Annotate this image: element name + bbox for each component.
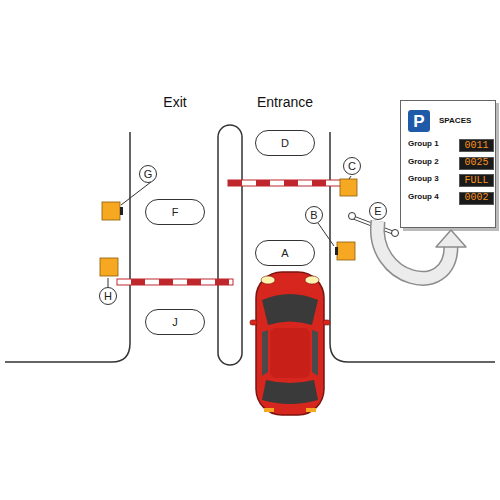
callout-circle: C [343, 157, 361, 175]
drawing-part [392, 230, 399, 237]
display-value: 0025 [464, 158, 488, 168]
display-value: 0002 [464, 193, 488, 203]
drawing-part [215, 279, 229, 285]
led-display: FULL [459, 174, 494, 187]
drawing-part [270, 328, 310, 378]
drawing-part [349, 213, 356, 220]
drawing-part [340, 179, 357, 196]
drawing-part [284, 180, 298, 186]
callout-letter: D [281, 138, 289, 149]
drawing-part [131, 279, 145, 285]
parking-icon: P [408, 110, 430, 132]
drawing-part [335, 247, 338, 255]
group-label: Group 2 [408, 158, 439, 166]
callout-oval: F [145, 199, 205, 225]
drawing-part [264, 408, 274, 412]
drawing-part [305, 276, 319, 284]
drawing-part [218, 125, 242, 365]
callout-letter: E [374, 206, 381, 217]
road-edges [5, 125, 495, 365]
callout-letter: H [104, 291, 112, 302]
drawing-part [120, 207, 123, 215]
led-display: 0025 [459, 157, 494, 170]
callout-circle: B [305, 206, 323, 224]
drawing-part [108, 278, 109, 287]
callout-letter: G [144, 169, 153, 180]
group-label: Group 1 [408, 140, 439, 148]
drawing-part [262, 330, 268, 376]
barrier-stripes [131, 279, 229, 285]
drawing-part [261, 276, 275, 284]
drawing-part [323, 320, 330, 325]
drawing-part [256, 180, 270, 186]
drawing-part [312, 180, 326, 186]
drawing-part [436, 230, 466, 247]
display-value: FULL [464, 176, 488, 186]
drawing-part [256, 272, 324, 415]
curved-arrow [377, 221, 466, 278]
control-units [100, 179, 357, 276]
callout-letter: B [310, 210, 317, 221]
drawing-part [250, 320, 257, 325]
drawing-part [117, 279, 233, 285]
drawing-part [318, 223, 334, 246]
drawing-part [187, 279, 201, 285]
drawing-part [306, 408, 316, 412]
leader-lines [108, 176, 351, 287]
drawing-part [312, 330, 318, 376]
callout-oval: J [145, 309, 205, 335]
drawing-part [5, 132, 130, 362]
drawing-part [262, 294, 318, 325]
callout-oval: D [255, 130, 315, 156]
callout-letter: A [281, 248, 288, 259]
callout-circle: E [369, 202, 387, 220]
car [250, 272, 330, 415]
callout-letter: C [348, 161, 356, 172]
callout-letter: P [413, 113, 424, 130]
lane-label: Entrance [257, 95, 313, 109]
drawing-part [228, 180, 242, 186]
group-label: Group 4 [408, 193, 439, 201]
drawing-part [377, 221, 451, 278]
drawing-part [349, 176, 351, 179]
callout-circle: H [99, 287, 117, 305]
lane-label: Exit [163, 95, 186, 109]
group-label: Group 3 [408, 175, 439, 183]
drawing-part [337, 242, 355, 260]
drawing-part [121, 182, 151, 205]
led-display: 0011 [459, 139, 494, 152]
drawing-part [228, 180, 342, 186]
barrier-stripes [228, 180, 326, 186]
callout-circle: G [139, 165, 157, 183]
display-value: 0011 [464, 141, 488, 151]
drawing-part [377, 221, 451, 278]
callout-oval: A [255, 240, 315, 266]
drawing-part [102, 202, 120, 220]
sign-heading: SPACES [439, 117, 471, 125]
drawing-part [262, 380, 318, 404]
led-display: 0002 [459, 192, 494, 205]
drawing-part [159, 279, 173, 285]
drawing-part [100, 258, 118, 276]
callout-letter: F [172, 207, 179, 218]
callout-letter: J [172, 317, 178, 328]
